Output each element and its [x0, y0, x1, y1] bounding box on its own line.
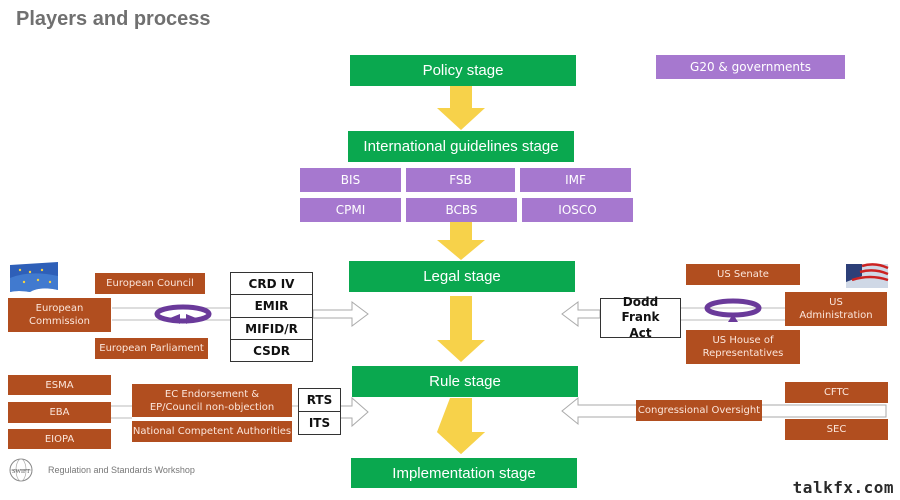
eu-cycle-icon: [154, 304, 212, 324]
eu-commission: European Commission: [8, 298, 111, 332]
eu-parliament: European Parliament: [95, 338, 208, 359]
stage-legal: Legal stage: [349, 261, 575, 292]
body-cpmi: CPMI: [300, 198, 401, 222]
eu-flag-icon: [10, 262, 58, 292]
us-house: US House of Representatives: [686, 330, 800, 364]
right-arrow-eu-to-rule: [339, 396, 369, 428]
us-administration: US Administration: [785, 292, 887, 326]
g20-governments: G20 & governments: [656, 55, 845, 79]
down-arrow-policy-to-intl: [437, 86, 485, 130]
us-senate: US Senate: [686, 264, 800, 285]
body-bis: BIS: [300, 168, 401, 192]
law-csdr: CSDR: [230, 339, 313, 362]
down-arrow-intl-to-legal: [437, 222, 485, 260]
agency-cftc: CFTC: [785, 382, 888, 403]
stage-rule: Rule stage: [352, 366, 578, 397]
stage-implementation: Implementation stage: [351, 458, 577, 488]
down-arrow-legal-to-rule: [437, 296, 485, 362]
agency-eba: EBA: [8, 402, 111, 423]
body-bcbs: BCBS: [406, 198, 517, 222]
swift-logo-text: SWIFT: [12, 469, 30, 475]
body-fsb: FSB: [406, 168, 515, 192]
left-arrow-us-to-legal: [561, 301, 601, 327]
law-crd-iv: CRD IV: [230, 272, 313, 295]
body-iosco: IOSCO: [522, 198, 633, 222]
eu-council: European Council: [95, 273, 205, 294]
stage-policy: Policy stage: [350, 55, 576, 86]
us-cycle-icon: [704, 298, 762, 322]
standard-rts: RTS: [298, 388, 341, 412]
body-imf: IMF: [520, 168, 631, 192]
ec-endorsement: EC Endorsement & EP/Council non-objectio…: [132, 384, 292, 417]
dodd-frank-act: Dodd Frank Act: [600, 295, 681, 340]
agency-esma: ESMA: [8, 375, 111, 395]
law-mifid: MIFID/R: [230, 317, 313, 340]
congressional-oversight: Congressional Oversight: [636, 400, 762, 421]
footer-text: Regulation and Standards Workshop: [48, 465, 195, 475]
page-title: Players and process: [16, 8, 211, 30]
us-flag-icon: [846, 263, 889, 288]
watermark: talkfx.com: [792, 478, 894, 497]
standard-its: ITS: [298, 411, 341, 435]
agency-eiopa: EIOPA: [8, 429, 111, 449]
stage-international: International guidelines stage: [348, 131, 574, 162]
right-arrow-eu-to-legal: [312, 301, 369, 327]
swift-logo-icon: SWIFT: [9, 458, 33, 482]
agency-sec: SEC: [785, 419, 888, 440]
national-competent-authorities: National Competent Authorities: [132, 421, 292, 442]
law-emir: EMIR: [230, 294, 313, 318]
